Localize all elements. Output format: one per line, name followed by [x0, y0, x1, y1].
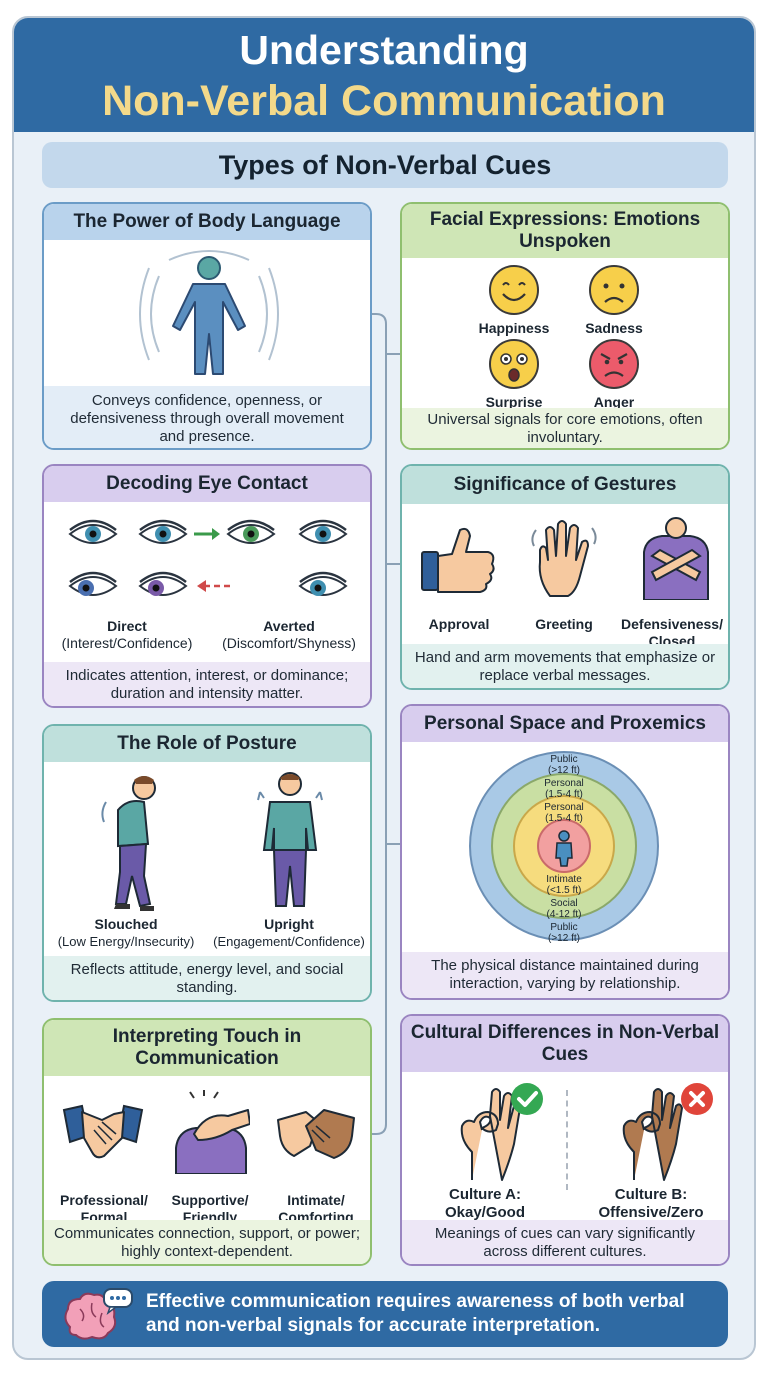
crossed-arms-icon — [643, 517, 709, 600]
panel-caption: Meanings of cues can vary significantly … — [402, 1220, 728, 1264]
divider — [566, 1090, 568, 1190]
panel-title: Facial Expressions: Emotions Unspoken — [402, 204, 728, 258]
panel-caption: Universal signals for core emotions, oft… — [402, 408, 728, 448]
happy-face-icon — [489, 265, 539, 315]
averted-label: Averted — [263, 618, 315, 634]
zone-label: Personal(1.5-4 ft) — [544, 778, 584, 800]
waving-hand-icon — [531, 520, 597, 597]
gesture-label-approval: Approval — [428, 616, 490, 632]
panel-caption: Hand and arm movements that emphasize or… — [402, 644, 728, 688]
direct-note: (Interest/Confidence) — [61, 635, 193, 651]
ok-hand-icon — [622, 1088, 683, 1181]
panel-caption: Reflects attitude, energy level, and soc… — [44, 956, 370, 1000]
averted-note: (Discomfort/Shyness) — [222, 635, 356, 651]
emotion-label-sadness: Sadness — [585, 320, 643, 336]
check-icon — [511, 1083, 543, 1115]
zone-label: Public(>12 ft) — [548, 922, 580, 944]
section-heading: Types of Non-Verbal Cues — [42, 142, 728, 188]
upright-person-icon — [257, 772, 323, 907]
slouched-person-icon — [101, 776, 156, 911]
header-banner: Understanding Non-Verbal Communication — [14, 18, 754, 132]
panel-facial-expressions: Facial Expressions: Emotions Unspoken Ha… — [400, 202, 730, 450]
panel-gestures: Significance of Gestures Approval Greeti… — [400, 464, 730, 690]
slouched-label: Slouched — [94, 916, 158, 932]
footer-banner: Effective communication requires awarene… — [42, 1281, 728, 1347]
panel-caption: Communicates connection, support, or pow… — [44, 1220, 370, 1264]
slouched-note: (Low Energy/Insecurity) — [57, 934, 195, 949]
zone-label: Intimate(<1.5 ft) — [546, 874, 582, 896]
eye-icon — [68, 519, 348, 597]
panel-caption: The physical distance maintained during … — [402, 952, 728, 998]
handshake-icon — [62, 1104, 144, 1159]
panel-eye-contact: Decoding Eye Contact Direct (Interest/Co… — [42, 464, 372, 708]
culture-a-note: Okay/Good — [444, 1204, 526, 1221]
sad-face-icon — [589, 265, 639, 315]
infographic-frame: Understanding Non-Verbal Communication T… — [12, 16, 756, 1360]
title-line-2: Non-Verbal Communication — [102, 77, 666, 125]
culture-b-label: Culture B: — [614, 1186, 688, 1203]
thumbs-up-icon — [421, 527, 495, 593]
connector-lines — [370, 313, 400, 1135]
panel-title: Decoding Eye Contact — [44, 466, 370, 502]
angry-face-icon — [589, 339, 639, 389]
concentric-zones-icon — [469, 751, 659, 941]
panel-caption: Conveys confidence, openness, or defensi… — [44, 386, 370, 448]
cross-icon — [681, 1083, 713, 1115]
culture-a-label: Culture A: — [449, 1186, 521, 1203]
culture-b-note: Offensive/Zero — [598, 1204, 704, 1221]
zone-label: Social(4-12 ft) — [546, 898, 582, 920]
brain-speech-icon — [64, 1288, 133, 1340]
panel-title: Significance of Gestures — [402, 466, 728, 504]
emotion-label-surprise: Surprise — [485, 394, 543, 410]
panel-caption: Indicates attention, interest, or domina… — [44, 662, 370, 706]
emotion-label-happiness: Happiness — [478, 320, 550, 336]
emotion-label-anger: Anger — [593, 394, 635, 410]
panel-title: The Role of Posture — [44, 726, 370, 762]
panel-title: Personal Space and Proxemics — [402, 706, 728, 742]
panel-title: Interpreting Touch in Communication — [44, 1020, 370, 1076]
person-radiating-icon — [139, 250, 279, 375]
title-line-1: Understanding — [239, 27, 529, 73]
panel-title: The Power of Body Language — [44, 204, 370, 240]
upright-note: (Engagement/Confidence) — [213, 934, 365, 949]
panel-body-language: The Power of Body Language Conveys confi… — [42, 202, 372, 450]
zone-label: Personal(1.5-4 ft) — [544, 802, 584, 824]
footer-message: Effective communication requires awarene… — [146, 1291, 685, 1336]
panel-title: Cultural Differences in Non-Verbal Cues — [402, 1016, 728, 1072]
upright-label: Upright — [264, 916, 314, 932]
handshake-icon — [277, 1109, 355, 1159]
panel-cultural-differences: Cultural Differences in Non-Verbal Cues … — [400, 1014, 730, 1266]
panel-posture: The Role of Posture Slouched (Low Energy… — [42, 724, 372, 1002]
panel-touch: Interpreting Touch in Communication Prof… — [42, 1018, 372, 1266]
panel-proxemics: Personal Space and Proxemics Public(>12 … — [400, 704, 730, 1000]
gesture-label-greeting: Greeting — [535, 616, 593, 632]
direct-label: Direct — [107, 618, 147, 634]
surprised-face-icon — [489, 339, 539, 389]
shoulder-touch-icon — [175, 1090, 250, 1174]
zone-label: Public(>12 ft) — [548, 754, 580, 776]
ok-hand-icon — [460, 1088, 521, 1181]
